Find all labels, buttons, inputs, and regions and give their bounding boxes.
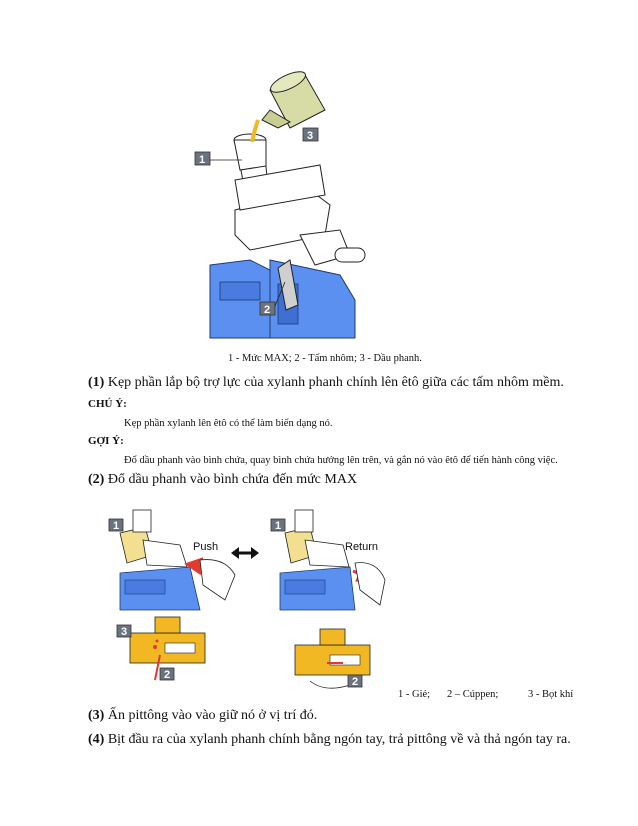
step-text: Đổ dầu phanh vào bình chứa đến mức MAX <box>104 472 358 487</box>
callout-3: 3 <box>302 127 319 142</box>
step-4: (4) Bịt đầu ra của xylanh phanh chính bằ… <box>88 732 571 748</box>
callout-2-left: 2 <box>159 667 175 681</box>
figure2-legend-3: 3 - Bọt khí <box>528 689 574 700</box>
callout-3: 3 <box>116 624 132 638</box>
note-label: CHÚ Ý: <box>88 398 127 410</box>
svg-text:3: 3 <box>121 626 127 638</box>
step-text: Bịt đầu ra của xylanh phanh chính bằng n… <box>104 732 571 747</box>
svg-text:2: 2 <box>352 676 358 688</box>
callout-2: 2 <box>259 281 286 316</box>
note-text: Kẹp phần xylanh lên êtô có thể làm biến … <box>124 418 333 429</box>
step-number: (1) <box>88 375 105 390</box>
svg-text:3: 3 <box>307 130 313 142</box>
step-number: (3) <box>88 708 105 723</box>
hint-label: GỢI Ý: <box>88 435 124 447</box>
master-cylinder-left <box>119 509 188 568</box>
vise-left <box>119 566 201 611</box>
vise-right <box>279 566 356 611</box>
svg-text:1: 1 <box>275 520 281 532</box>
return-label: Return <box>345 541 378 553</box>
step-3: (3) Ấn pittông vào vào giữ nó ở vị trí đ… <box>88 708 317 724</box>
hint-text: Đổ dầu phanh vào bình chứa, quay bình ch… <box>124 455 558 466</box>
hand-right <box>354 562 386 606</box>
master-cylinder-illustration <box>233 133 366 311</box>
hand-left <box>199 559 236 601</box>
cross-section-left <box>129 616 206 681</box>
svg-text:2: 2 <box>264 304 270 316</box>
step-text: Ấn pittông vào vào giữ nó ở vị trí đó. <box>104 708 318 723</box>
callout-2-right: 2 <box>347 674 363 688</box>
svg-text:2: 2 <box>164 669 170 681</box>
step-2: (2) Đổ dầu phanh vào bình chứa đến mức M… <box>88 472 357 488</box>
step-text: Kẹp phần lắp bộ trợ lực của xylanh phanh… <box>104 375 564 390</box>
figure2-legend-2: 2 – Cúppen; <box>447 689 499 700</box>
figure-bleeding-procedure: Push Return 1 1 3 2 <box>108 509 386 689</box>
brake-fluid-stream <box>250 119 260 143</box>
figure2-legend-1: 1 - Giẻ; <box>398 689 431 700</box>
double-arrow-icon <box>231 547 259 559</box>
callout-1-left: 1 <box>108 518 124 532</box>
brake-fluid-bottle-illustration <box>261 71 326 129</box>
step-number: (4) <box>88 732 105 747</box>
cross-section-right <box>294 628 371 689</box>
push-label: Push <box>193 541 218 553</box>
callout-1-right: 1 <box>270 518 286 532</box>
callout-1: 1 <box>194 151 242 166</box>
figure1-caption: 1 - Mức MAX; 2 - Tấm nhôm; 3 - Dầu phanh… <box>228 353 422 364</box>
step-number: (2) <box>88 472 105 487</box>
step-1: (1) Kẹp phần lắp bộ trợ lực của xylanh p… <box>88 375 564 391</box>
svg-text:1: 1 <box>113 520 119 532</box>
svg-text:1: 1 <box>199 154 205 166</box>
master-cylinder-right <box>284 509 350 568</box>
figure-master-cylinder-filling: 1 3 2 <box>194 71 366 339</box>
